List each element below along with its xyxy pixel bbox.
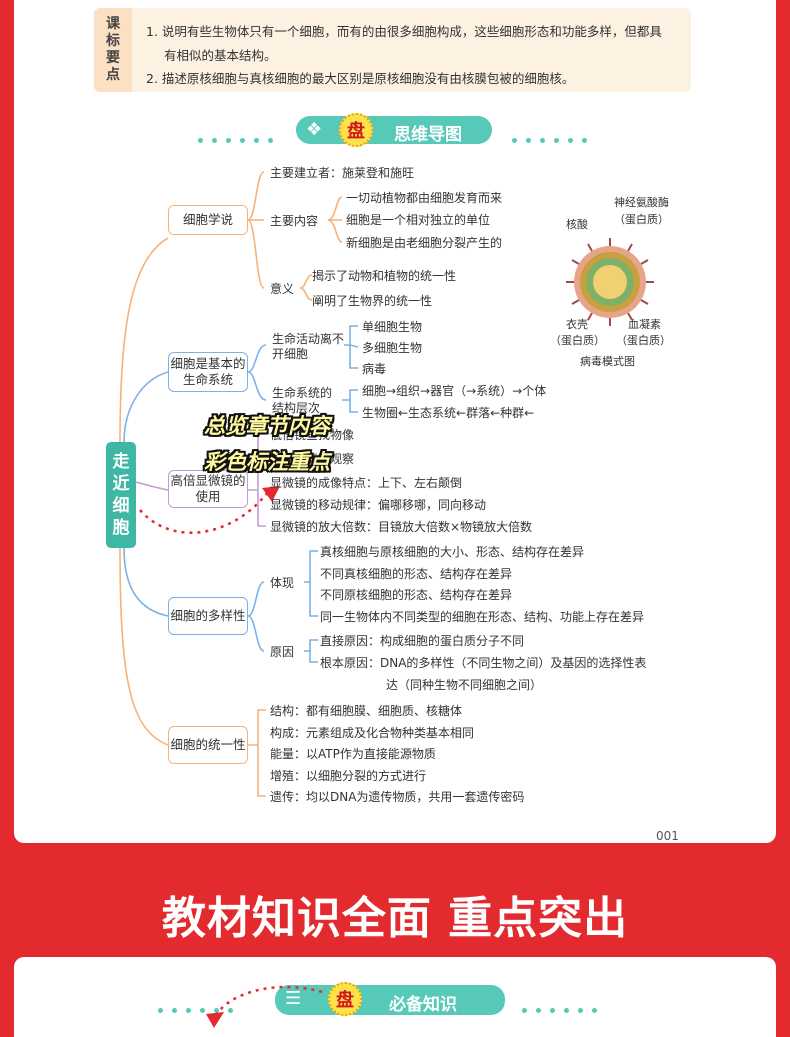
node-basic-life-system: 细胞是基本的生命系统 [168,352,248,392]
headline: 教材知识全面 重点突出 [161,893,629,944]
virus-label-nucleic: 核酸 [566,218,588,231]
root-char: 走 [112,452,130,472]
microscope-item-5: 显微镜的放大倍数：目镜放大倍数×物镜放大倍数 [270,520,533,534]
virus-label-shell-sub: （蛋白质） [550,334,605,347]
virus-label-hemagglutinin-sub: （蛋白质） [616,334,671,347]
goal-2: 2. 描述原核细胞与真核细胞的最大区别是原核细胞没有由核膜包被的细胞核。 [146,71,575,86]
diversity-show-4: 同一生物体内不同类型的细胞在形态、结构、功能上存在差异 [320,610,645,624]
seal-badge-2: 盘 [328,982,362,1016]
unity-item-3: 能量：以ATP作为直接能源物质 [270,747,436,761]
basic-structure-2: 生物圈←生态系统←群落←种群← [362,406,535,420]
theory-content-3: 新细胞是由老细胞分裂产生的 [346,236,503,250]
goals-label-char: 要 [106,50,120,66]
virus-label-neuraminidase: 神经氨酸酶 [614,196,669,209]
basic-structure-1: 细胞→组织→器官（→系统）→个体 [362,384,547,398]
banner-title: 思维导图 [394,125,462,145]
theory-meaning-1: 揭示了动物和植物的统一性 [312,269,457,283]
theory-meaning-label: 意义 [270,282,295,296]
overlay-line-1: 总览章节内容 [204,414,330,438]
goals-label-char: 标 [106,33,120,49]
branch-line-basic [123,371,169,443]
microscope-item-3: 显微镜的成像特点：上下、左右颠倒 [270,476,463,490]
goals-label-char: 点 [106,67,120,83]
diversity-reason-1: 直接原因：构成细胞的蛋白质分子不同 [320,634,525,648]
microscope-item-2: 高倍镜清晰观察 [270,452,355,466]
root-char: 胞 [112,518,130,538]
unity-item-2: 构成：元素组成及化合物种类基本相同 [270,726,475,740]
unity-item-5: 遗传：均以DNA为遗传物质，共用一套遗传密码 [270,790,525,804]
unity-item-1: 结构：都有细胞膜、细胞质、核糖体 [270,704,463,718]
microscope-item-1: 低倍镜查找物像 [270,428,355,442]
basic-activity-3: 病毒 [362,362,387,376]
goal-1-line-b: 有相似的基本结构。 [164,48,277,63]
diversity-reason-label: 原因 [270,645,295,659]
clover-icon: ❖ [306,119,323,140]
branch-line-diversity [123,547,169,617]
node-diversity: 细胞的多样性 [168,597,248,635]
basic-activity-label: 生命活动离不开细胞 [272,332,345,361]
list-icon: ☰ [285,988,302,1009]
goals-label-char: 课 [106,16,120,32]
virus-label-shell: 衣壳 [566,318,588,331]
overlay-line-2: 彩色标注重点 [204,450,330,474]
callout-arrow-head [262,486,280,502]
theory-meaning-2: 阐明了生物界的统一性 [312,294,433,308]
banner2-dots-right [522,1008,597,1014]
branch-line-theory [119,237,169,443]
diversity-reason-2: 根本原因：DNA的多样性（不同生物之间）及基因的选择性表 [320,656,647,670]
theory-founders: 主要建立者：施莱登和施旺 [270,166,415,180]
banner-dots-left [198,138,273,144]
diversity-show-3: 不同原核细胞的形态、结构存在差异 [320,588,513,602]
virus-label-hemagglutinin: 血凝素 [628,318,661,331]
page-number: 001 [656,829,679,843]
microscope-item-4: 显微镜的移动规律：偏哪移哪，同向移动 [270,498,487,512]
diversity-show-1: 真核细胞与原核细胞的大小、形态、结构存在差异 [320,545,585,559]
virus-label-neuraminidase-sub: （蛋白质） [614,213,669,226]
unity-item-4: 增殖：以细胞分裂的方式进行 [270,769,427,783]
basic-structure-label: 生命系统的结构层次 [272,386,333,415]
root-char: 细 [112,496,130,516]
banner2-title: 必备知识 [389,995,457,1015]
goal-1-line-a: 1. 说明有些生物体只有一个细胞，而有的由很多细胞构成，这些细胞形态和功能多样，… [146,24,662,39]
theory-content-1: 一切动植物都由细胞发育而来 [346,191,503,205]
theory-content-2: 细胞是一个相对独立的单位 [346,213,491,227]
virus-diagram [566,238,654,326]
virus-caption: 病毒模式图 [580,355,635,368]
node-microscope: 高倍显微镜的使用 [168,470,248,508]
diversity-show-label: 体现 [270,576,295,590]
theory-content-label: 主要内容 [270,214,319,228]
diversity-show-2: 不同真核细胞的形态、结构存在差异 [320,567,513,581]
root-node: 走 近 细 胞 [106,442,136,548]
branch-line-unity [119,547,169,746]
node-unity: 细胞的统一性 [168,726,248,764]
node-cell-theory: 细胞学说 [168,205,248,235]
essential-knowledge-banner: ☰ 必备知识 [275,985,505,1015]
basic-activity-2: 多细胞生物 [362,341,423,355]
goals-label: 课 标 要 点 [94,8,132,92]
branch-line-microscope [135,481,169,491]
root-char: 近 [112,474,130,494]
banner-dots-right [512,138,587,144]
diversity-reason-3: 达（同种生物不同细胞之间） [386,678,543,692]
basic-activity-1: 单细胞生物 [362,320,423,334]
mind-map-banner: ❖ 思维导图 [296,116,492,145]
seal-badge: 盘 [339,113,373,147]
banner2-dots-left [158,1008,233,1014]
curriculum-goals: 课 标 要 点 1. 说明有些生物体只有一个细胞，而有的由很多细胞构成，这些细胞… [94,8,691,92]
mind-map-lines [119,171,359,797]
